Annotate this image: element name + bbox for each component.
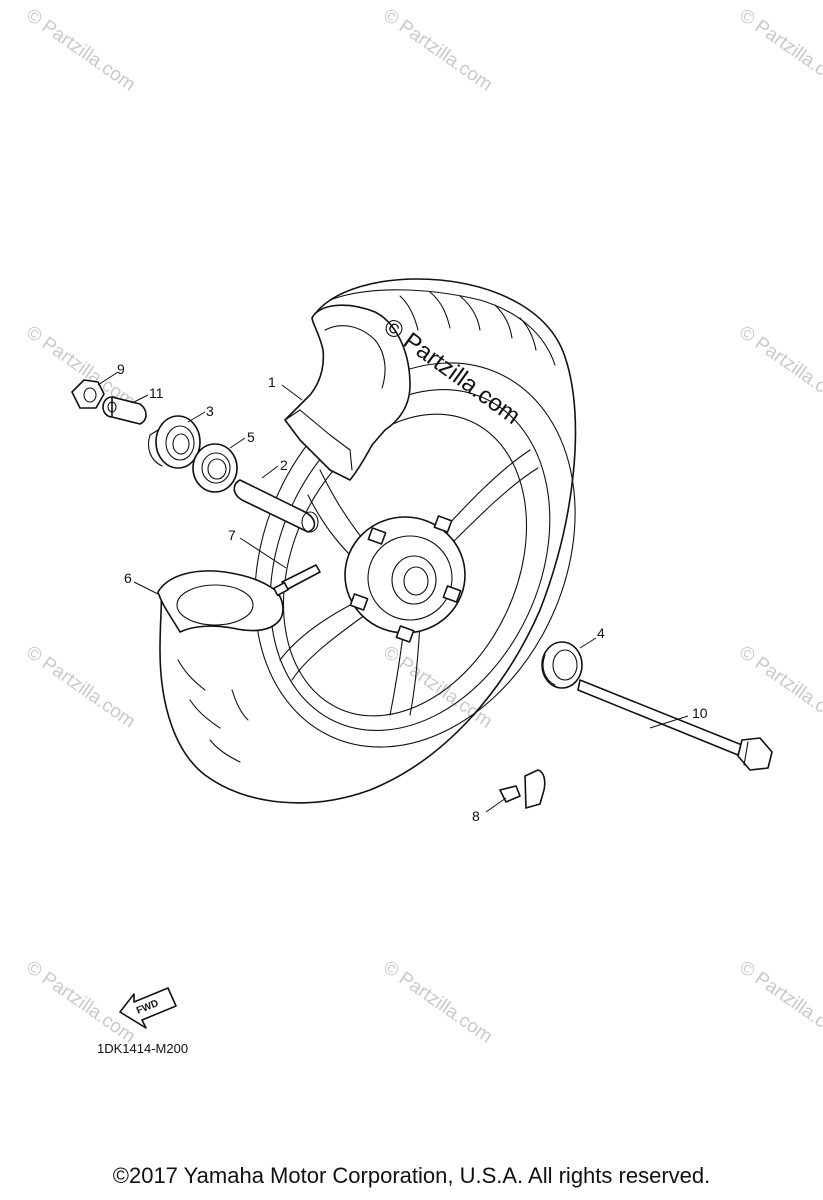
tread-mark: [399, 295, 419, 331]
callout-2: 2: [280, 457, 288, 473]
hub-tab: [349, 593, 369, 611]
spoke: [409, 621, 421, 716]
cutaway-bore: [176, 584, 254, 626]
watermark-text: © Partzilla.com: [735, 957, 823, 1048]
diagram-code: 1DK1414-M200: [97, 1041, 188, 1056]
callout-10: 10: [692, 705, 708, 721]
tread-mark: [429, 291, 451, 329]
part-9-nut: [71, 379, 105, 409]
hub-bore: [391, 555, 437, 605]
tire-outline: [159, 278, 577, 804]
spoke: [291, 614, 366, 681]
callout-7: 7: [228, 527, 236, 543]
callout-4: 4: [597, 625, 605, 641]
copyright-notice: ©2017 Yamaha Motor Corporation, U.S.A. A…: [112, 1163, 711, 1188]
callout-1: 1: [268, 374, 276, 390]
spoke: [279, 599, 361, 661]
watermark-text: © Partzilla.com: [22, 642, 139, 733]
watermark-text: © Partzilla.com: [22, 5, 139, 96]
callout-numbers: 1 2 3 4 5 6 7 8 9 10 11: [117, 361, 708, 824]
callout-5: 5: [247, 429, 255, 445]
watermark-text: © Partzilla.com: [379, 5, 496, 96]
hub-bore-inner: [403, 566, 429, 596]
callout-6: 6: [124, 570, 132, 586]
watermark-text: © Partzilla.com: [735, 322, 823, 413]
cutaway-section: [284, 409, 353, 471]
rim-outer-edge: [254, 362, 576, 748]
part-4-bearing: [541, 641, 583, 689]
tread-mark: [494, 304, 513, 339]
tread-mark: [177, 659, 206, 691]
part-3-bearing: [147, 415, 201, 469]
hub-tab: [442, 585, 462, 603]
callout-9: 9: [117, 361, 125, 377]
leader-lines: [97, 371, 689, 813]
tread-mark: [189, 699, 221, 729]
part-10-axle: [577, 679, 773, 771]
watermark-text: © Partzilla.com: [379, 957, 496, 1048]
callout-11: 11: [149, 385, 164, 401]
part-11-collar: [102, 396, 147, 425]
watermark-text: © Partzilla.com: [22, 957, 139, 1048]
callout-8: 8: [472, 808, 480, 824]
part-2-spacer: [233, 479, 319, 533]
watermark-text: © Partzilla.com: [379, 642, 496, 733]
part-8-balance-weight: [499, 769, 546, 809]
part-5-oil-seal: [192, 443, 238, 493]
tread-mark: [459, 295, 481, 331]
watermark-text: © Partzilla.com: [735, 642, 823, 733]
tire-tread-band: [329, 289, 556, 366]
tire-cutaway-top: [284, 304, 411, 481]
hub-tab: [433, 515, 453, 533]
hub-tab: [367, 527, 387, 545]
callout-3: 3: [206, 403, 214, 419]
hub-tab: [395, 625, 415, 643]
part-7-valve: [273, 564, 321, 597]
tread-mark: [231, 689, 249, 721]
hub-ring: [367, 535, 453, 621]
cutaway-inner: [324, 325, 386, 389]
watermark-text: © Partzilla.com: [735, 5, 823, 96]
wheel-assembly-drawing: [157, 278, 577, 804]
tread-mark: [519, 317, 537, 351]
tread-mark: [209, 739, 241, 763]
tire-cutaway-bottom: [157, 570, 284, 633]
fwd-arrow-icon: FWD: [119, 987, 177, 1029]
